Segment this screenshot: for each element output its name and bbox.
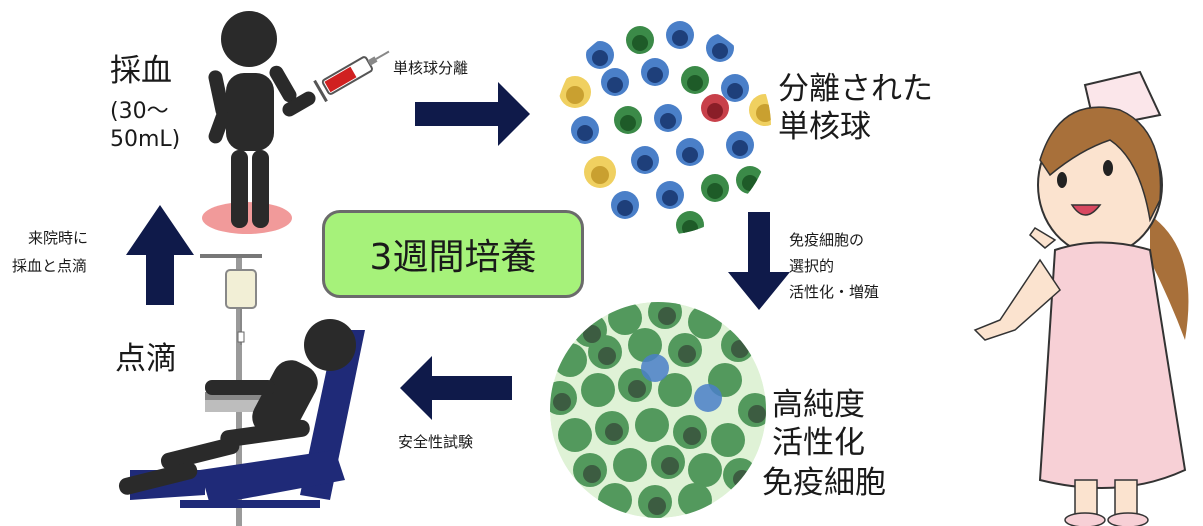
activated-cells-line3: 免疫細胞 xyxy=(762,465,886,501)
activated-cells-line1: 高純度 xyxy=(772,387,865,423)
arrow-separation-label: 単核球分離 xyxy=(393,59,469,77)
blood-draw-volume-line1: (30〜 xyxy=(110,99,169,124)
culture-period-box: 3週間培養 xyxy=(322,210,584,298)
arrow-down-activation xyxy=(728,212,790,310)
blood-draw-volume-line2: 50mL) xyxy=(110,127,181,152)
separated-cells-illustration xyxy=(555,19,771,235)
separated-cells-line2: 単核球 xyxy=(778,109,871,145)
infusion-title: 点滴 xyxy=(115,341,177,377)
reclining-patient-figure xyxy=(118,319,356,495)
blood-draw-figure xyxy=(202,11,316,234)
arrow-right-separation xyxy=(415,82,530,146)
activation-label-line2: 選択的 xyxy=(789,257,835,275)
arrow-safety-label: 安全性試験 xyxy=(398,433,474,451)
visit-label-line2: 採血と点滴 xyxy=(12,257,88,275)
separated-cells-line1: 分離された xyxy=(778,71,933,107)
arrow-up-visit xyxy=(126,205,194,305)
nurse-illustration xyxy=(973,70,1189,526)
activation-label-line3: 活性化・増殖 xyxy=(789,283,880,301)
visit-label-line1: 来院時に xyxy=(28,229,89,247)
activated-cells-line2: 活性化 xyxy=(772,425,865,461)
activation-label-line1: 免疫細胞の xyxy=(789,231,865,249)
activated-cells-illustration xyxy=(550,302,766,518)
arrow-left-safety xyxy=(400,356,512,420)
culture-period-label: 3週間培養 xyxy=(369,237,537,278)
infusion-chair xyxy=(130,330,365,508)
blood-draw-title: 採血 xyxy=(110,53,172,89)
syringe-icon xyxy=(313,50,390,103)
